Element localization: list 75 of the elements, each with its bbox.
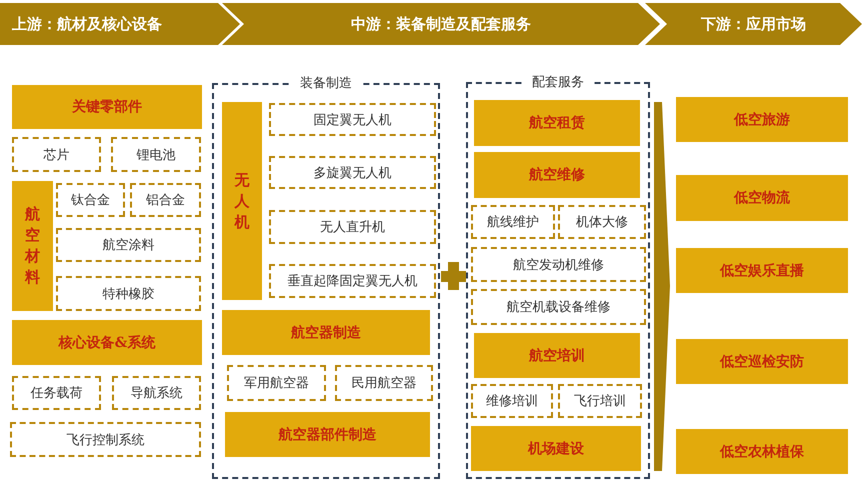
stage-heading: 下游：应用市场 (701, 14, 806, 34)
item-label: 芯片 (44, 146, 70, 164)
category-label: 低空物流 (734, 189, 790, 207)
category-box (225, 412, 430, 457)
item-label: 铝合金 (146, 192, 185, 209)
stage-heading: 中游：装备制造及配套服务 (351, 14, 531, 34)
item-box (269, 103, 436, 136)
category-box (676, 339, 848, 384)
item-box (335, 365, 433, 401)
item-label: 多旋翼无人机 (314, 164, 392, 182)
item-label: 航空机载设备维修 (506, 299, 610, 316)
item-label: 锂电池 (136, 146, 176, 164)
item-box (130, 183, 201, 217)
category-box (222, 102, 262, 300)
item-label: 无人直升机 (320, 219, 385, 236)
item-label: 垂直起降固定翼无人机 (288, 273, 418, 290)
item-box (112, 376, 201, 410)
item-label: 航空涂料 (102, 237, 154, 254)
item-label: 飞行培训 (574, 393, 626, 410)
item-label: 钛合金 (71, 192, 110, 209)
category-label: 航空器部件制造 (278, 426, 376, 444)
category-box (676, 97, 848, 142)
item-box (269, 264, 436, 298)
category-label: 无人机 (234, 170, 250, 232)
category-box (474, 100, 640, 146)
item-box (12, 137, 101, 172)
category-label: 航空器制造 (291, 324, 361, 342)
category-label: 关键零部件 (72, 98, 142, 116)
item-label: 固定翼无人机 (314, 112, 392, 128)
category-box (676, 429, 848, 474)
item-box (56, 276, 201, 311)
category-box (676, 175, 848, 221)
item-box (471, 205, 555, 239)
item-box (558, 205, 646, 239)
item-box (471, 384, 553, 418)
category-box (471, 426, 641, 471)
item-label: 航线维护 (487, 214, 539, 231)
item-box (10, 422, 201, 457)
item-box (269, 156, 436, 189)
category-label: 航空培训 (529, 346, 585, 364)
item-label: 特种橡胶 (102, 286, 154, 302)
item-label: 民用航空器 (352, 375, 416, 392)
item-label: 航空发动机维修 (513, 256, 604, 274)
item-label: 导航系统 (130, 385, 182, 402)
category-box (12, 85, 202, 129)
item-box (227, 365, 326, 401)
category-box (474, 152, 640, 198)
item-label: 机体大修 (576, 214, 628, 231)
category-box (222, 310, 430, 355)
category-label: 机场建设 (528, 440, 584, 458)
category-label: 低空农林植保 (720, 442, 804, 460)
item-label: 维修培训 (486, 393, 538, 410)
category-label: 核心设备&系统 (58, 334, 156, 352)
item-box (471, 247, 646, 282)
category-box (474, 333, 640, 378)
category-label: 航空维修 (529, 166, 585, 184)
category-box (676, 248, 848, 293)
item-box (12, 376, 101, 410)
category-label: 低空旅游 (734, 110, 790, 128)
item-label: 军用航空器 (244, 375, 309, 392)
item-box (269, 210, 436, 244)
item-box (558, 384, 642, 418)
category-label: 航空材料 (25, 204, 40, 288)
item-box (471, 289, 646, 325)
item-box (56, 183, 125, 217)
item-label: 任务载荷 (30, 385, 82, 402)
category-box (12, 320, 202, 365)
category-box (12, 181, 53, 311)
category-label: 低空娱乐直播 (720, 262, 804, 280)
item-box (56, 228, 201, 262)
item-label: 飞行控制系统 (66, 432, 144, 448)
item-box (111, 137, 201, 172)
category-label: 航空租赁 (529, 114, 585, 132)
category-label: 低空巡检安防 (720, 352, 804, 370)
stage-heading: 上游：航材及核心设备 (12, 14, 162, 34)
